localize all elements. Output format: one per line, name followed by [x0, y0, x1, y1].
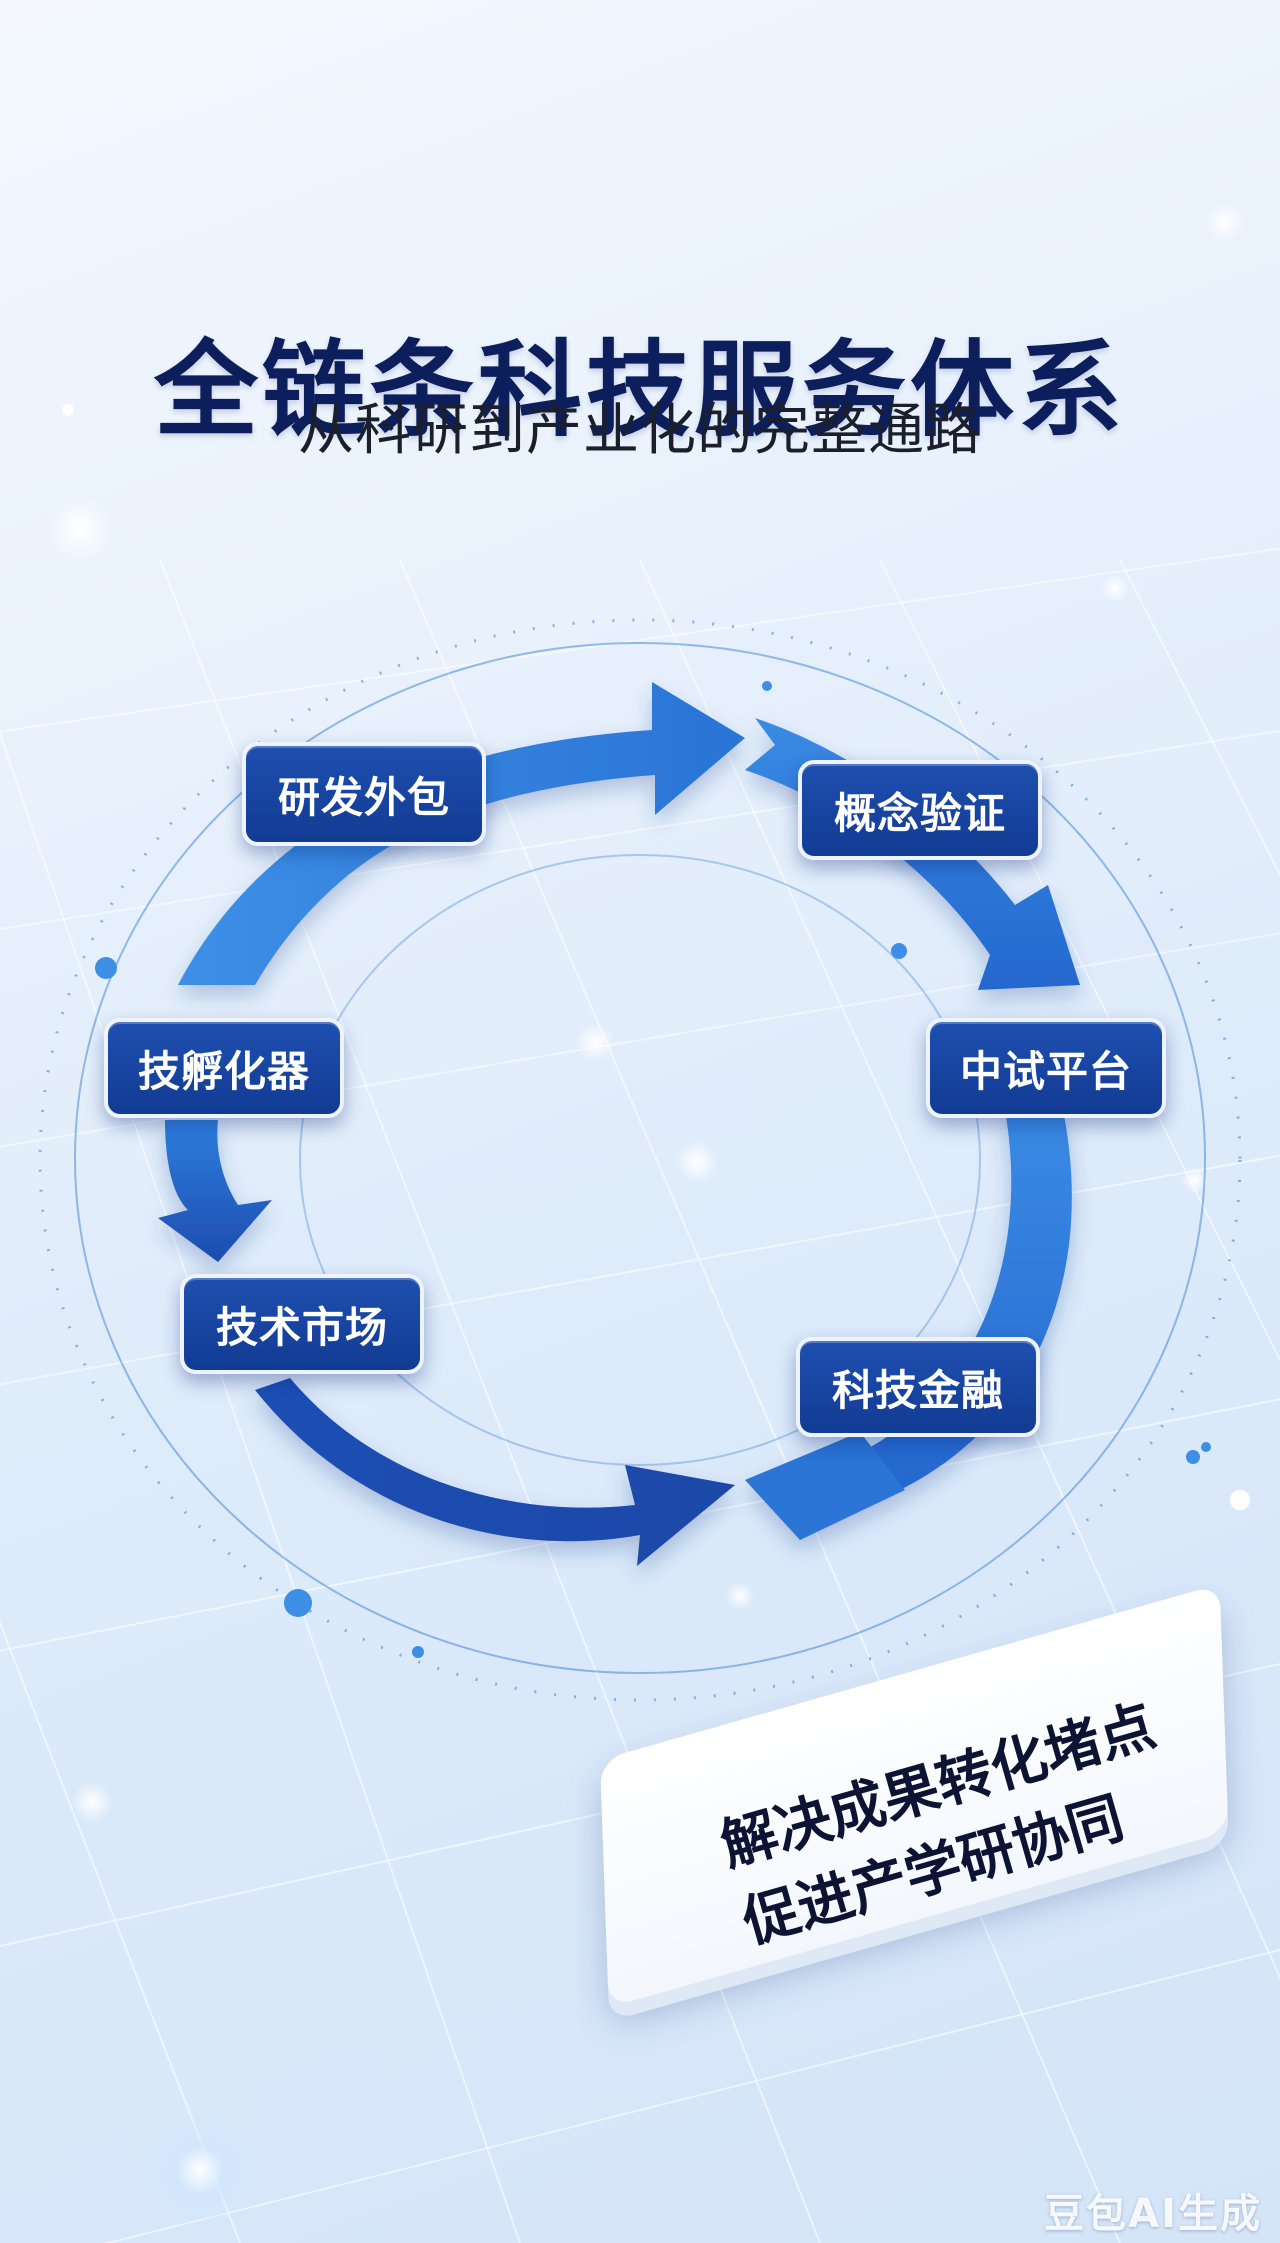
node-proof-of-concept: 概念验证 [798, 760, 1042, 860]
arrow-right-lower [855, 1110, 1072, 1490]
page-title: 全链条科技服务体系 [153, 328, 1126, 451]
arrow-top [178, 682, 745, 985]
page-subtitle: 从科研到产业化的完整通路 [298, 398, 982, 463]
orbit-lines [38, 618, 1242, 1702]
arrow-left [158, 1120, 272, 1262]
node-rd-outsourcing: 研发外包 [242, 742, 486, 846]
node-tech-market: 技术市场 [180, 1274, 424, 1374]
orbit-dots [95, 681, 1211, 1658]
node-tech-finance: 科技金融 [796, 1337, 1040, 1437]
watermark: 豆包AI生成 [1044, 2191, 1262, 2237]
node-pilot-platform: 中试平台 [926, 1018, 1166, 1118]
arrow-bottom [255, 1378, 735, 1566]
arrow-bottom-right [745, 1432, 905, 1540]
node-incubator: 技孵化器 [104, 1018, 344, 1118]
